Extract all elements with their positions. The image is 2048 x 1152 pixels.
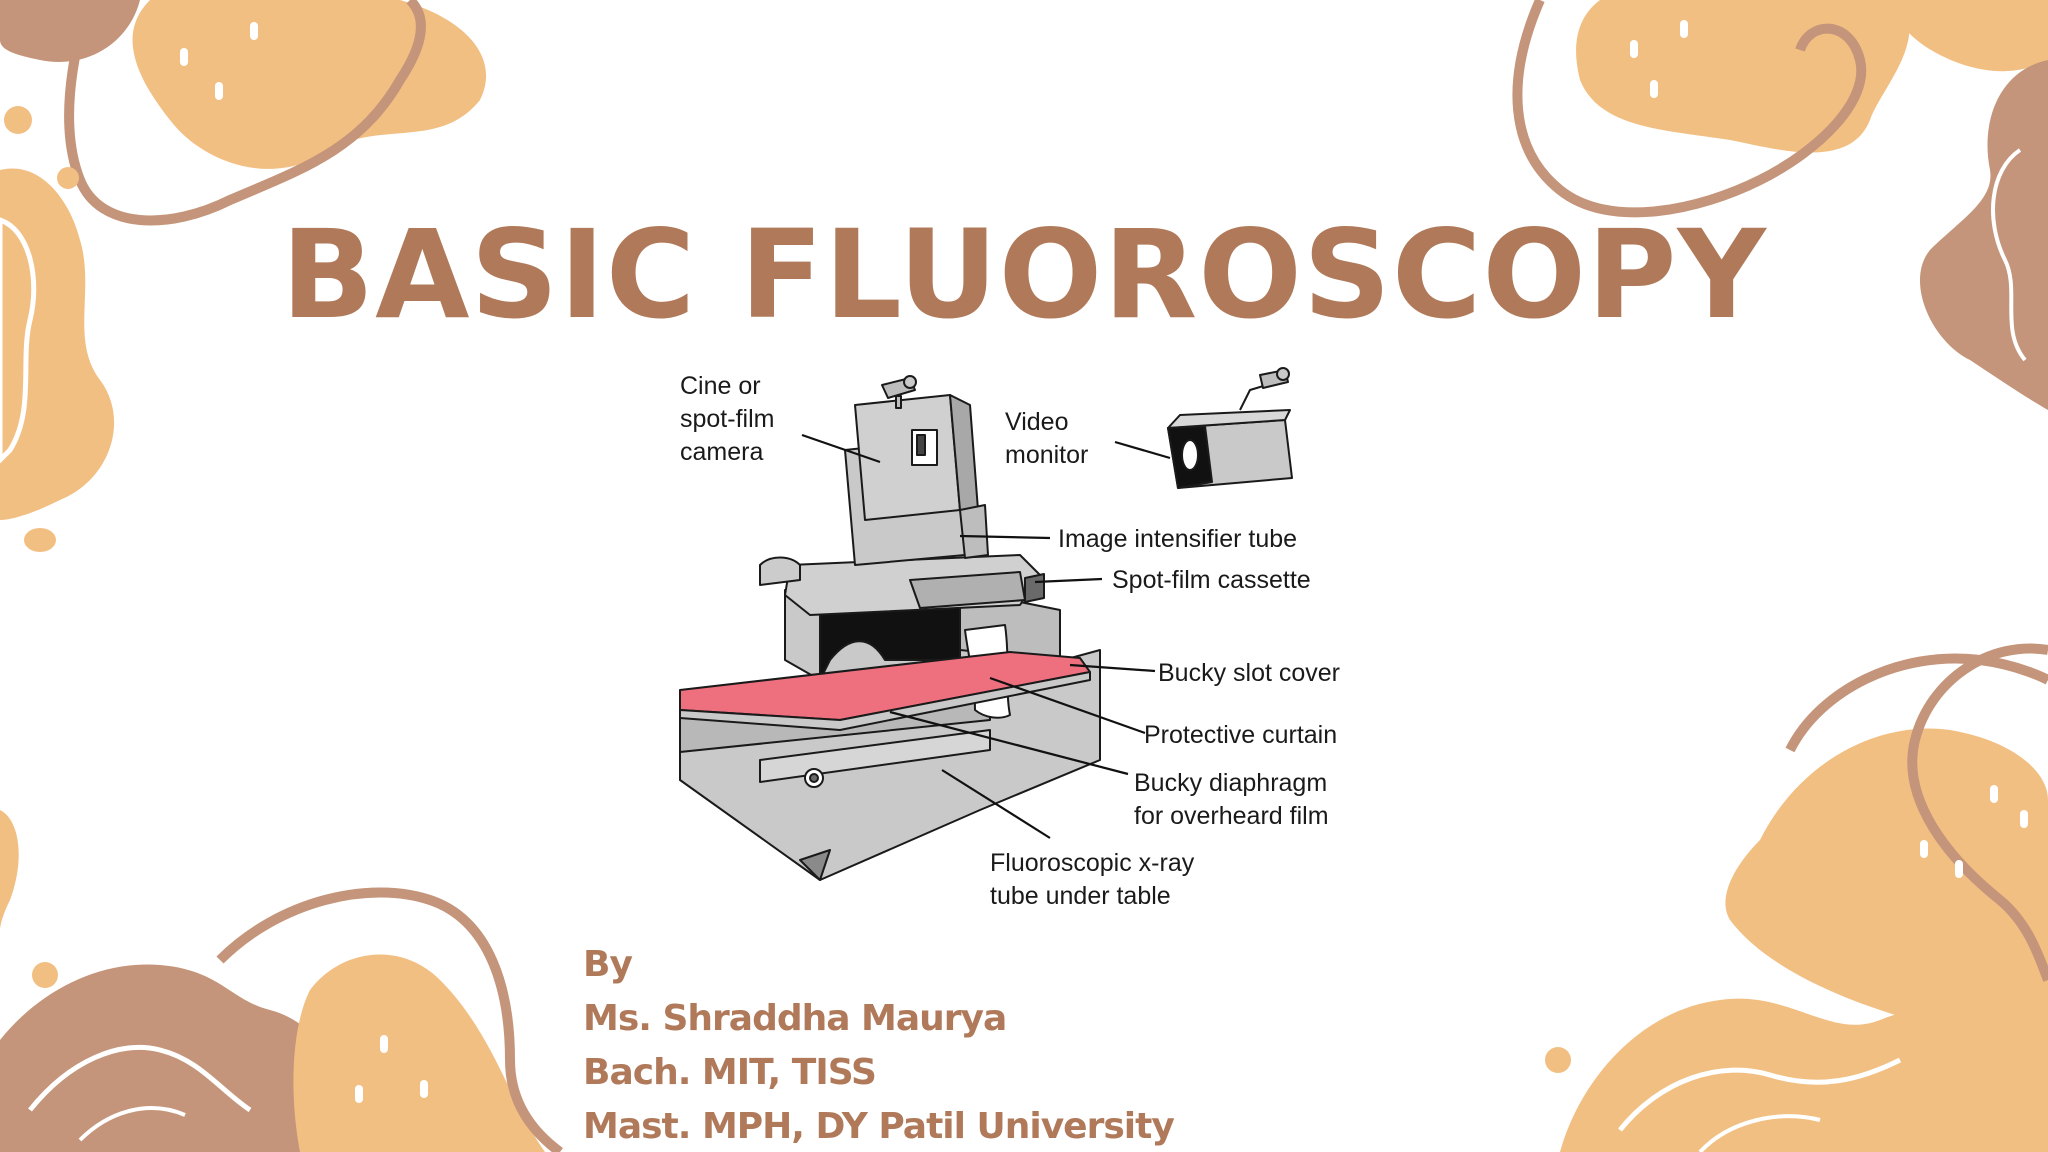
label-bucky-diaphragm: Bucky diaphragm for overheard film <box>1134 769 1334 830</box>
label-protective-curtain: Protective curtain <box>1144 721 1337 749</box>
author-name: Ms. Shraddha Maurya <box>583 998 1007 1039</box>
blob-bottom-left <box>0 810 563 1152</box>
author-degree-master: Mast. MPH, DY Patil University <box>583 1106 1175 1147</box>
label-spot-film-cassette: Spot-film cassette <box>1112 566 1311 594</box>
credits-by: By <box>583 944 633 985</box>
label-video-monitor: Video monitor <box>1005 408 1088 469</box>
blob-top-right <box>1512 0 2048 410</box>
label-cine-camera: Cine or spot-film camera <box>680 372 781 466</box>
author-credits: By Ms. Shraddha Maurya Bach. MIT, TISS M… <box>583 938 1175 1152</box>
label-xray-tube: Fluoroscopic x-ray tube under table <box>990 849 1201 910</box>
blob-top-left <box>0 0 487 552</box>
fluoroscopy-diagram: Cine or spot-film camera Video monitor I… <box>679 367 1340 910</box>
label-bucky-slot-cover: Bucky slot cover <box>1158 659 1340 687</box>
leader-lines <box>801 433 1171 839</box>
equipment-illustration <box>679 367 1293 881</box>
author-degree-bachelor: Bach. MIT, TISS <box>583 1052 877 1093</box>
blob-bottom-right <box>1545 643 2048 1152</box>
diagram-labels: Cine or spot-film camera Video monitor I… <box>680 372 1340 910</box>
slide-title: BASIC FLUOROSCOPY <box>281 204 1767 346</box>
label-image-intensifier: Image intensifier tube <box>1058 525 1297 553</box>
